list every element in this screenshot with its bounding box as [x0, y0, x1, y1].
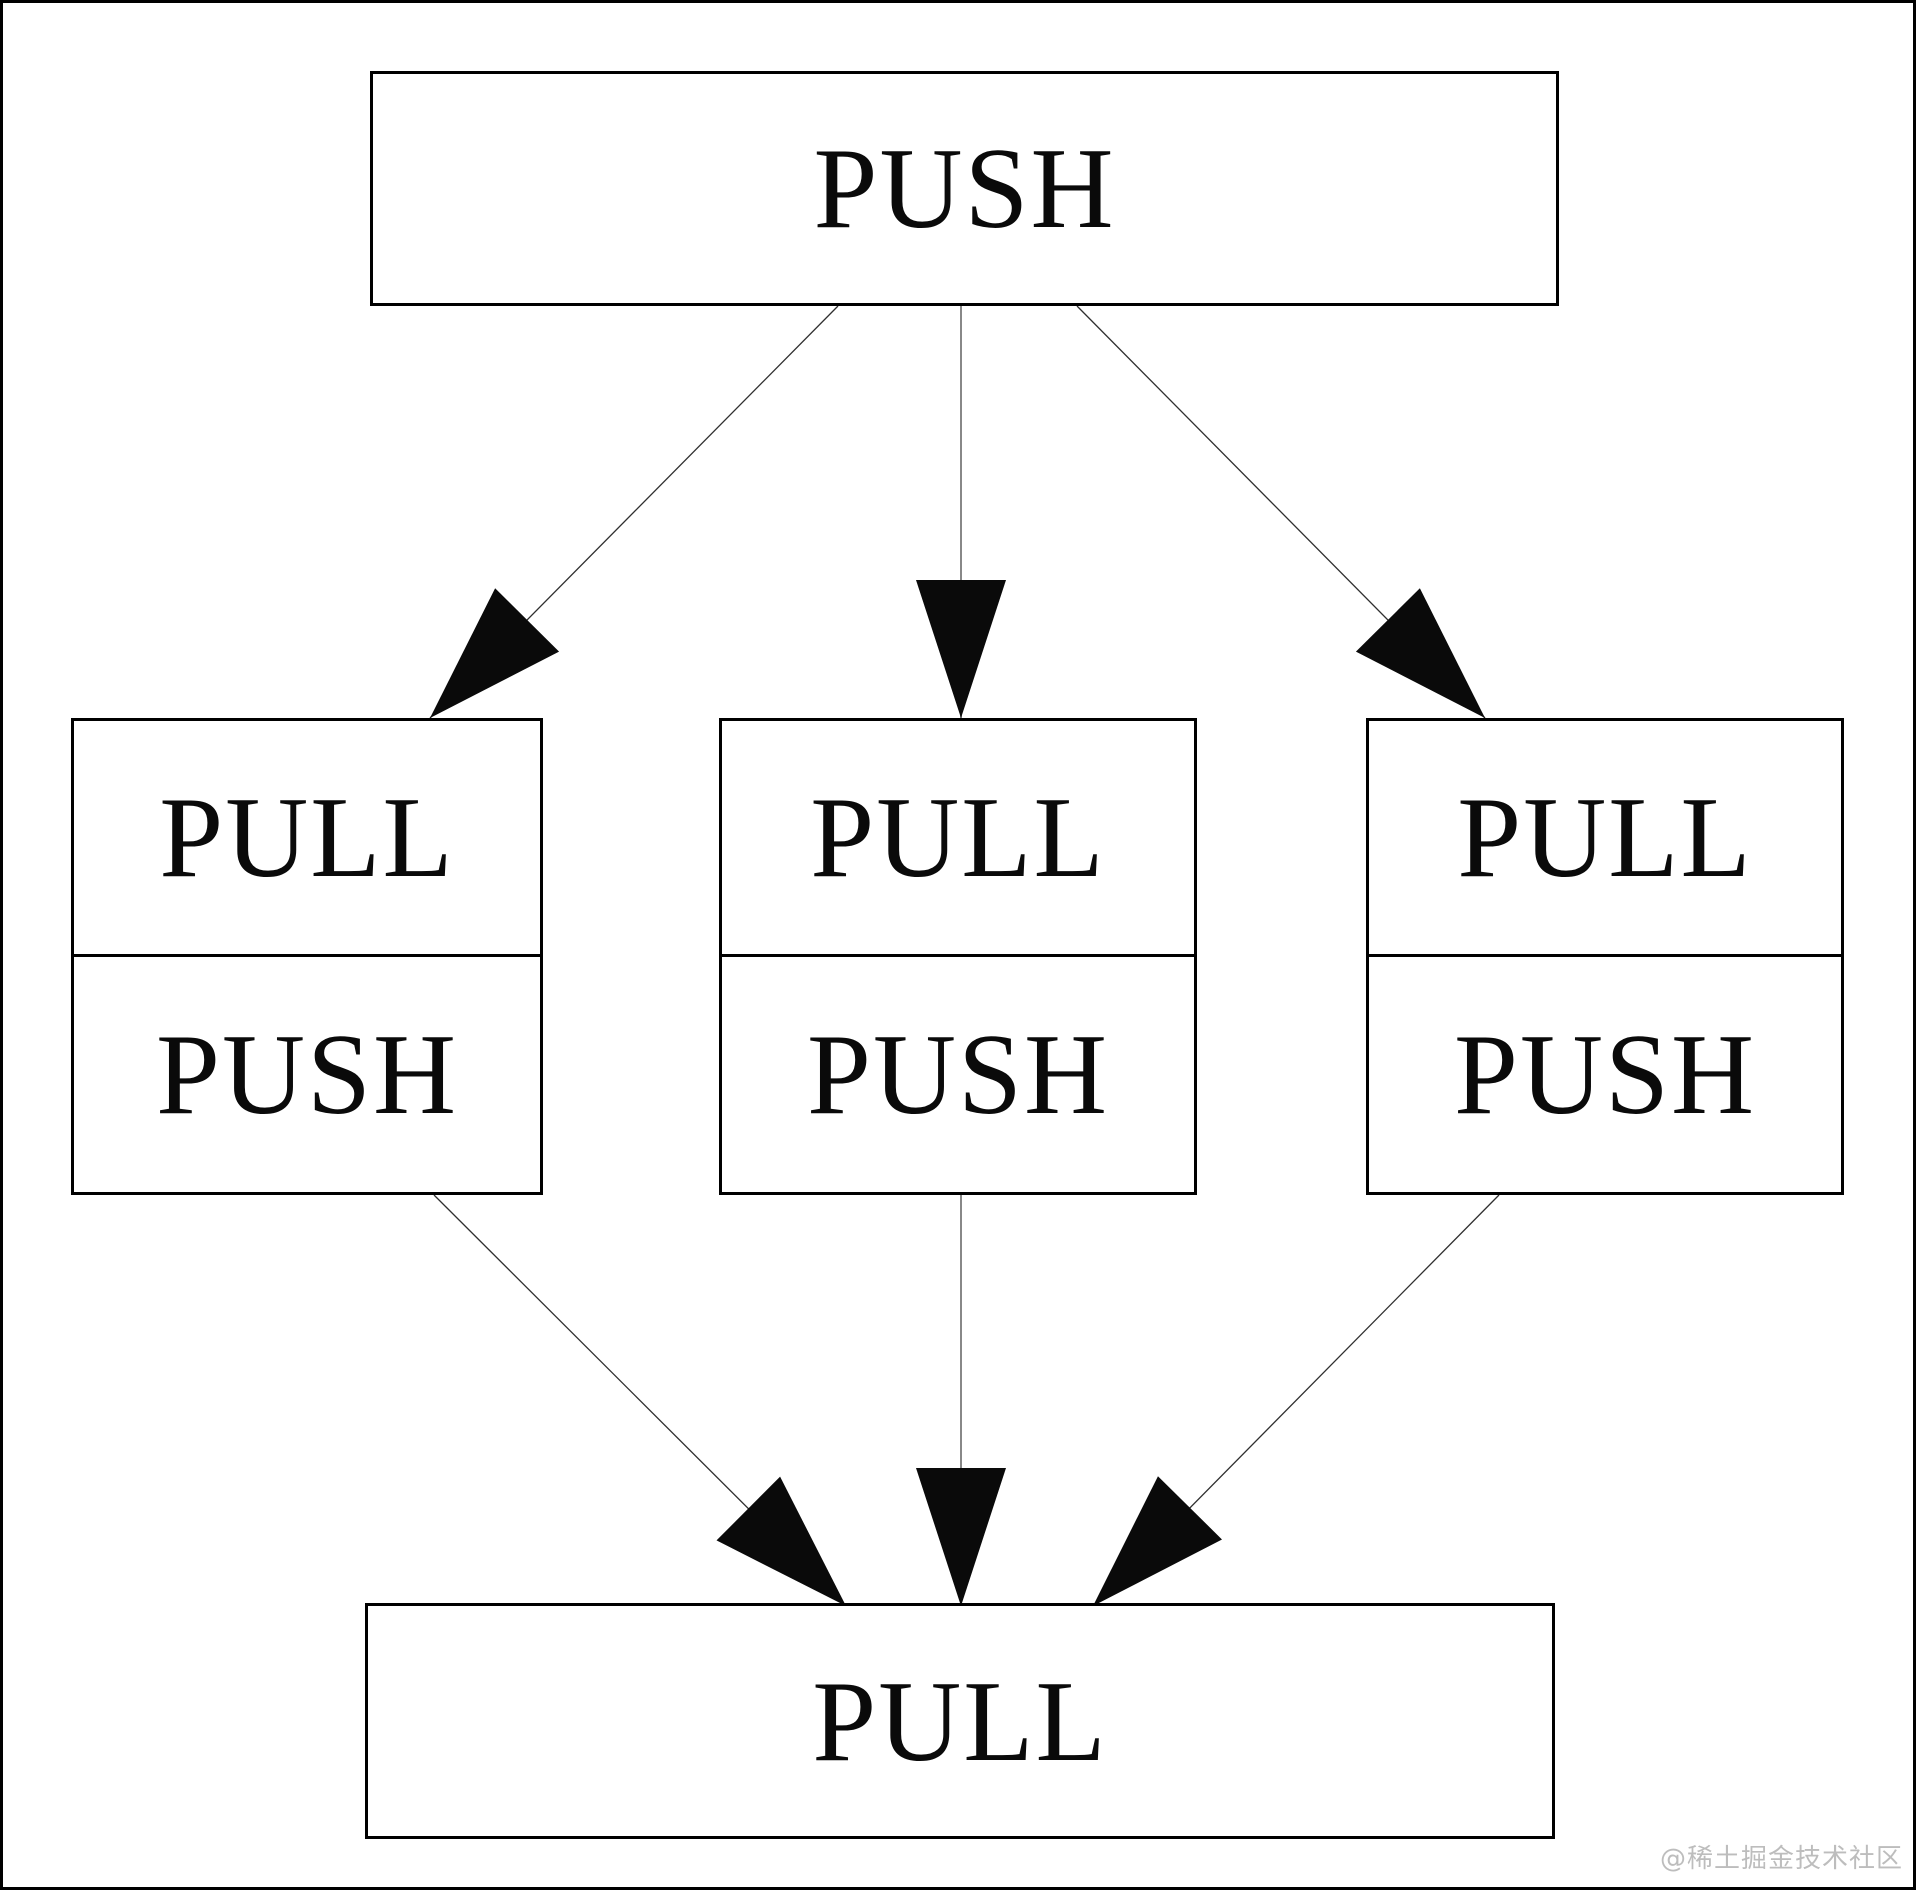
node-bottom-pull: PULL	[365, 1603, 1555, 1839]
arrowhead-icon	[916, 1468, 1006, 1606]
watermark: @稀土掘金技术社区	[1659, 1844, 1903, 1874]
node-mid-right-pull-cell: PULL	[1369, 721, 1841, 957]
arrowhead-icon	[916, 580, 1006, 718]
node-mid-left-pull-cell: PULL	[74, 721, 540, 957]
node-top-push: PUSH	[370, 71, 1559, 306]
node-mid-center: PULL PUSH	[719, 718, 1197, 1195]
node-mid-left-pull-label: PULL	[159, 773, 455, 901]
node-mid-left-push-cell: PUSH	[74, 957, 540, 1193]
arrowhead-icon	[716, 1476, 846, 1606]
arrowhead-icon	[1093, 1476, 1222, 1606]
arrowhead-icon	[430, 588, 560, 718]
node-bottom-pull-label: PULL	[812, 1657, 1108, 1785]
node-top-push-label: PUSH	[813, 125, 1116, 252]
node-mid-right-pull-label: PULL	[1457, 773, 1753, 901]
arrowhead-icon	[1355, 588, 1485, 718]
node-mid-center-push-label: PUSH	[806, 1010, 1109, 1138]
node-mid-left-push-label: PUSH	[155, 1010, 458, 1138]
node-mid-right-push-cell: PUSH	[1369, 957, 1841, 1193]
node-mid-center-pull-cell: PULL	[722, 721, 1194, 957]
node-mid-center-pull-label: PULL	[810, 773, 1106, 901]
edges-layer	[429, 305, 1500, 1607]
node-mid-right-push-label: PUSH	[1453, 1010, 1756, 1138]
node-mid-right: PULL PUSH	[1366, 718, 1844, 1195]
node-mid-left: PULL PUSH	[71, 718, 543, 1195]
node-mid-center-push-cell: PUSH	[722, 957, 1194, 1193]
